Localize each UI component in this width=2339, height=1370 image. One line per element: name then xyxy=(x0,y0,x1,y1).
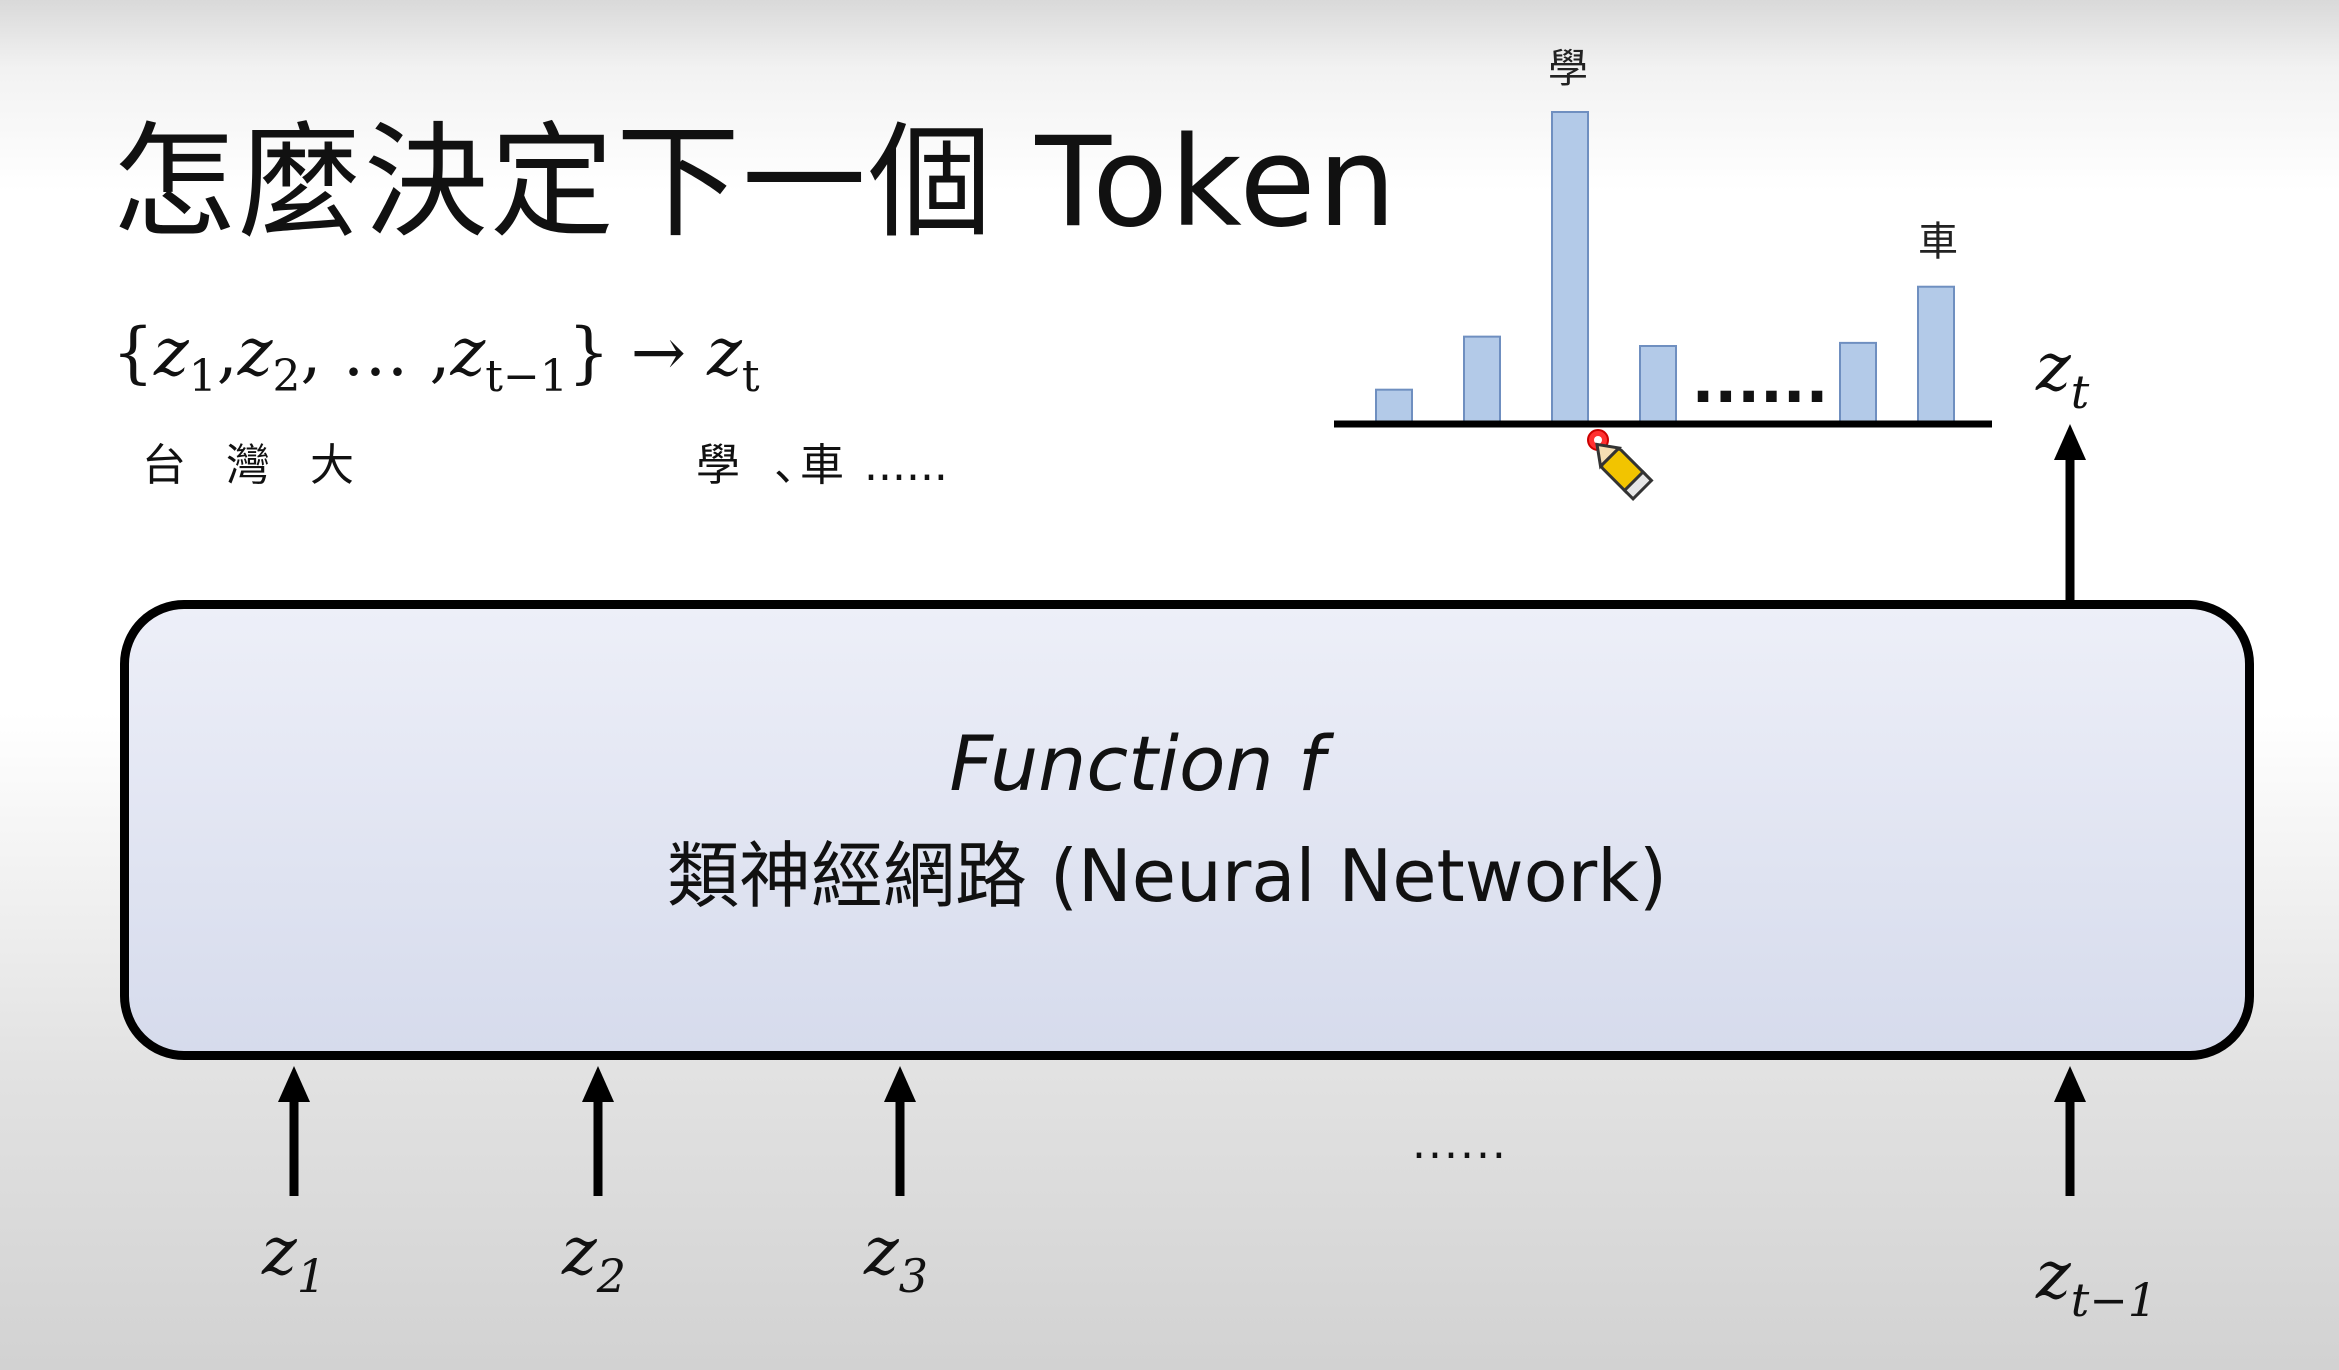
formula-z1-subscript: 1 xyxy=(188,351,217,402)
formula-close-brace: } xyxy=(567,314,610,391)
input-symbol: z xyxy=(2036,1237,2071,1314)
distribution-bar xyxy=(1639,345,1677,425)
formula-z2-symbol: z xyxy=(237,314,273,391)
output-subscript: t xyxy=(2070,365,2090,419)
distribution-bar xyxy=(1463,335,1501,426)
sequence-formula: {z1,z2, … ,zt−1} → zt xyxy=(112,308,760,399)
input-token-label: z1 xyxy=(262,1212,326,1299)
output-token-label: zt xyxy=(2036,328,2089,415)
formula-comma: , xyxy=(216,314,238,391)
input-subscript: 1 xyxy=(296,1249,327,1303)
distribution-bar xyxy=(1839,341,1877,426)
input-ellipsis: ...... xyxy=(1412,1118,1508,1169)
candidate-token-second: 車 xyxy=(800,440,844,491)
candidate-ellipsis: ...... xyxy=(864,440,948,491)
input-arrow-head xyxy=(884,1066,916,1102)
candidate-token-first: 學 xyxy=(696,440,740,491)
input-arrow xyxy=(582,1066,614,1196)
slide-title: 怎麼決定下一個 Token xyxy=(112,111,1399,255)
output-arrow xyxy=(2054,424,2086,606)
formula-comma: , xyxy=(300,314,343,391)
formula-z2-subscript: 2 xyxy=(272,351,301,402)
formula-open-brace: { xyxy=(112,314,154,391)
formula-target-subscript: t xyxy=(741,351,760,402)
token-distribution-chart: 學 車 ...... xyxy=(1334,46,1992,428)
input-token-label: z3 xyxy=(864,1212,928,1299)
pen-cursor-icon xyxy=(1587,429,1654,501)
candidate-separator: 、 xyxy=(774,440,818,491)
formula-comma: , xyxy=(408,314,451,391)
formula-ellipsis: … xyxy=(342,314,409,391)
neural-network-box: Function f 類神經網路 (Neural Network) xyxy=(120,600,2254,1060)
formula-target-symbol: z xyxy=(707,314,742,391)
input-token-label: z2 xyxy=(562,1212,626,1299)
input-subscript: t−1 xyxy=(2070,1273,2158,1327)
input-symbol: z xyxy=(562,1213,597,1290)
input-token-label: zt−1 xyxy=(2036,1236,2157,1323)
distribution-ellipsis: ...... xyxy=(1692,347,1829,417)
distribution-last-label: 車 xyxy=(1918,219,1958,265)
input-arrow xyxy=(278,1066,310,1196)
function-label: Function f xyxy=(949,719,1325,808)
distribution-peak-label: 學 xyxy=(1548,46,1588,92)
input-arrow xyxy=(2054,1066,2086,1196)
formula-z1-symbol: z xyxy=(154,314,189,391)
distribution-bar xyxy=(1551,111,1589,425)
context-token: 灣 xyxy=(226,440,270,491)
neural-network-label: 類神經網路 (Neural Network) xyxy=(666,834,1668,918)
context-token: 台 xyxy=(142,440,186,491)
formula-arrow: → xyxy=(630,314,687,391)
distribution-bar xyxy=(1917,285,1955,425)
input-symbol: z xyxy=(262,1213,297,1290)
input-subscript: 3 xyxy=(898,1249,929,1303)
input-symbol: z xyxy=(864,1213,899,1290)
input-arrow xyxy=(884,1066,916,1196)
distribution-bar xyxy=(1375,388,1413,425)
context-token: 大 xyxy=(310,440,354,491)
input-arrow-head xyxy=(278,1066,310,1102)
formula-zt1-subscript: t−1 xyxy=(485,351,568,402)
input-subscript: 2 xyxy=(596,1249,627,1303)
formula-zt1-symbol: z xyxy=(450,314,486,391)
input-arrow-head xyxy=(2054,1066,2086,1102)
input-arrow-head xyxy=(582,1066,614,1102)
output-arrow-head xyxy=(2054,424,2086,460)
output-symbol: z xyxy=(2036,329,2071,406)
